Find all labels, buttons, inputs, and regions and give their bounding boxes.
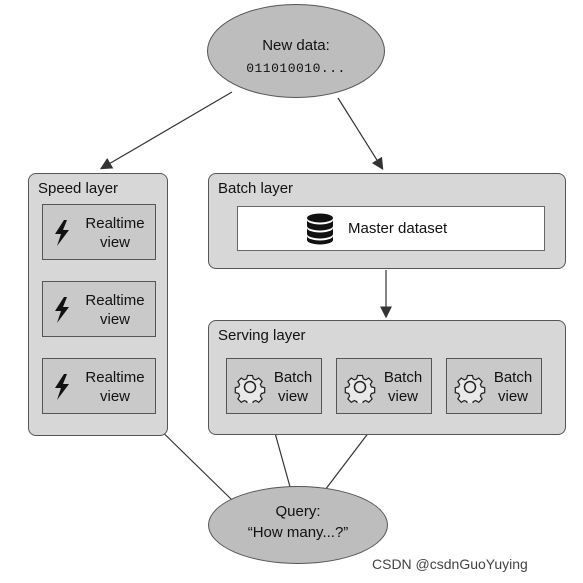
realtime-view-1-label1: Realtime bbox=[85, 215, 145, 232]
lightning-icon bbox=[55, 220, 69, 246]
realtime-view-2-label2: view bbox=[99, 311, 130, 328]
batch-layer-title: Batch layer bbox=[218, 180, 294, 197]
speed-layer-title: Speed layer bbox=[38, 180, 119, 197]
speed-layer: Speed layer Realtime view Realtime view … bbox=[28, 173, 168, 436]
gear-icon bbox=[344, 374, 376, 403]
batch-view-1: Batch view bbox=[226, 358, 322, 414]
query-text: “How many...?” bbox=[247, 524, 349, 541]
master-dataset-label: Master dataset bbox=[348, 220, 448, 237]
gear-icon bbox=[234, 374, 266, 403]
query-node: Query: “How many...?” bbox=[208, 486, 388, 564]
batch-view-3-label1: Batch bbox=[493, 369, 533, 386]
query-title: Query: bbox=[275, 503, 321, 520]
realtime-view-3-label2: view bbox=[99, 388, 130, 405]
batch-view-1-label2: view bbox=[277, 388, 308, 405]
batch-view-2-label1: Batch bbox=[383, 369, 423, 386]
batch-view-1-label1: Batch bbox=[273, 369, 313, 386]
new-data-node: New data: 011010010... bbox=[207, 4, 385, 98]
watermark: CSDN @csdnGuoYuying bbox=[372, 556, 528, 572]
new-data-title: New data: bbox=[262, 37, 330, 54]
realtime-view-2-label1: Realtime bbox=[85, 292, 145, 309]
realtime-view-1-label2: view bbox=[99, 234, 130, 251]
arrow-newdata-to-batch bbox=[337, 97, 384, 171]
batch-layer: Batch layer Master dataset bbox=[208, 173, 566, 269]
batch-view-2: Batch view bbox=[336, 358, 432, 414]
master-dataset-box: Master dataset bbox=[237, 206, 545, 251]
database-icon bbox=[307, 213, 333, 245]
serving-layer: Serving layer Batch view Batch view bbox=[208, 320, 566, 435]
lightning-icon bbox=[55, 297, 69, 323]
lightning-icon bbox=[55, 374, 69, 400]
new-data-bits: 011010010... bbox=[246, 61, 346, 76]
batch-view-3-label2: view bbox=[497, 388, 528, 405]
batch-view-3: Batch view bbox=[446, 358, 542, 414]
realtime-view-3-label1: Realtime bbox=[85, 369, 145, 386]
serving-layer-title: Serving layer bbox=[218, 327, 306, 344]
gear-icon bbox=[454, 374, 486, 403]
arrow-newdata-to-speed bbox=[99, 91, 233, 170]
realtime-view-1: Realtime view bbox=[42, 204, 156, 260]
realtime-view-3: Realtime view bbox=[42, 358, 156, 414]
batch-view-2-label2: view bbox=[387, 388, 418, 405]
realtime-view-2: Realtime view bbox=[42, 281, 156, 337]
